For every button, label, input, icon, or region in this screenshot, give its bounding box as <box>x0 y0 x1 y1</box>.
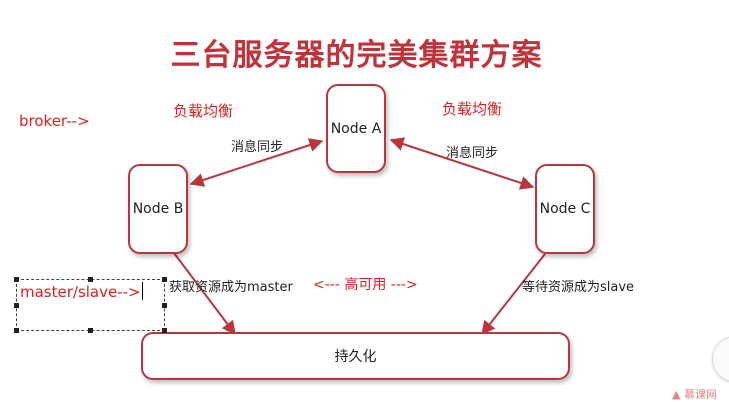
arrow-a-b <box>189 138 324 187</box>
resize-handle-b[interactable] <box>88 328 93 333</box>
arrow-a-c <box>389 137 535 190</box>
node-c: Node C <box>535 164 595 254</box>
resize-handle-tr[interactable] <box>162 277 167 282</box>
high-availability-label: <--- 高可用 ---> <box>313 277 418 293</box>
resize-handle-br[interactable] <box>162 328 167 333</box>
broker-label: broker--> <box>19 112 90 130</box>
watermark-text: 慕课网 <box>683 388 717 401</box>
resize-handle-l[interactable] <box>14 303 19 308</box>
diagram-title: 三台服务器的完美集群方案 <box>0 30 729 74</box>
arrow-c-store <box>481 253 546 336</box>
arrow-b-store <box>173 252 236 336</box>
node-c-label: Node C <box>539 201 591 217</box>
watermark-logo: ▲ 慕课网 <box>672 388 717 401</box>
resize-handle-r[interactable] <box>162 303 167 308</box>
persistence-store: 持久化 <box>141 332 570 380</box>
title-text: 三台服务器的完美集群方案 <box>170 38 543 73</box>
node-b: Node B <box>128 164 188 254</box>
text-box-selection[interactable] <box>14 277 167 333</box>
load-balance-left-label: 负载均衡 <box>173 102 234 120</box>
text-cursor <box>142 282 143 300</box>
resize-handle-tl[interactable] <box>14 277 19 282</box>
load-balance-right-label: 负载均衡 <box>442 100 503 118</box>
persistence-label: 持久化 <box>334 349 377 365</box>
wait-slave-label: 等待资源成为slave <box>522 280 635 295</box>
master-slave-text-input[interactable]: master/slave--> <box>20 283 141 301</box>
node-b-label: Node B <box>132 201 184 217</box>
node-a-label: Node A <box>330 120 382 137</box>
node-a: Node A <box>326 84 386 173</box>
get-master-label: 获取资源成为master <box>169 280 293 295</box>
resize-handle-t[interactable] <box>88 277 93 282</box>
resize-handle-bl[interactable] <box>14 328 19 333</box>
